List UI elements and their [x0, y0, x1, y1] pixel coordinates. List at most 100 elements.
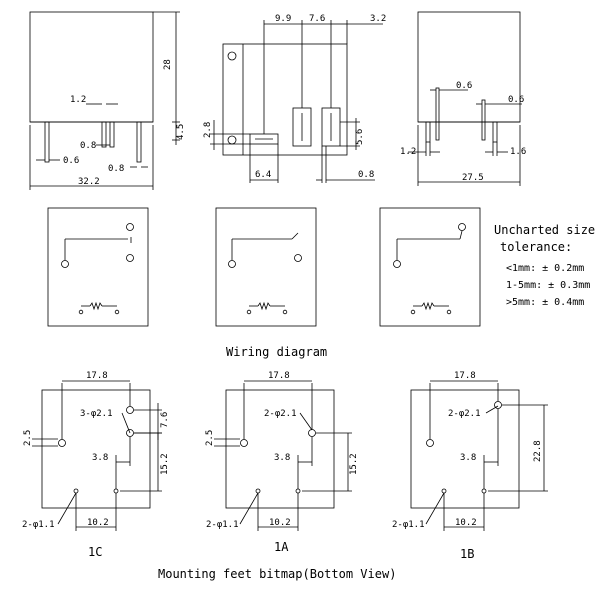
wiring-diagram-1a — [215, 207, 317, 327]
wiring-1b-coil-left — [410, 309, 416, 315]
dim-1c-15-2: 15.2 — [160, 453, 170, 475]
label-1b-small-hole: 2-φ1.1 — [392, 520, 425, 530]
wiring-1c-contact-top — [126, 223, 134, 231]
wiring-diagram-1c — [47, 207, 149, 327]
wiring-1b-contact-left — [393, 260, 401, 268]
pin-end-3 — [481, 99, 486, 141]
dim-27-5: 27.5 — [462, 173, 484, 183]
wiring-1a-coil-left — [246, 309, 252, 315]
dim-1c-10-2: 10.2 — [87, 518, 109, 528]
dim-0-6: 0.6 — [63, 156, 79, 166]
dim-4-5: 4.5 — [176, 124, 186, 140]
dim-3-2: 3.2 — [370, 14, 386, 24]
label-1b: 1B — [460, 547, 474, 561]
wiring-1a-coil-right — [282, 309, 288, 315]
relay-body-side — [222, 43, 348, 156]
dim-32-2: 32.2 — [78, 177, 100, 187]
label-1a-small-hole: 2-φ1.1 — [206, 520, 239, 530]
dim-5-6: 5.6 — [355, 129, 365, 145]
label-1c-small-hole: 2-φ1.1 — [22, 520, 55, 530]
dim-9-9: 9.9 — [275, 14, 291, 24]
dim-1a-10-2: 10.2 — [269, 518, 291, 528]
dim-6-4: 6.4 — [255, 170, 271, 180]
side-view: 9.9 7.6 3.2 2.8 5.6 6.4 0.8 — [203, 14, 386, 183]
dim-28: 28 — [163, 59, 173, 70]
dim-1a-2-5: 2.5 — [205, 430, 215, 446]
small-hole-1b-left — [441, 488, 447, 494]
dim-1c-3-8: 3.8 — [92, 453, 108, 463]
mounting-1c: 17.8 2.5 3-φ2.1 7.6 3.8 15.2 10.2 2-φ1.1… — [22, 371, 170, 559]
dim-0-8-a: 0.8 — [80, 141, 96, 151]
end-view: 0.6 0.6 1.2 1.6 27.5 — [400, 11, 526, 186]
relay-body-end — [417, 11, 521, 123]
hole-1a-left — [240, 439, 248, 447]
dim-1a-3-8: 3.8 — [274, 453, 290, 463]
tolerance-title-1: Uncharted size — [494, 223, 595, 237]
wiring-box-1c — [47, 207, 149, 327]
mounting-1a: 17.8 2.5 2-φ2.1 3.8 15.2 10.2 2-φ1.1 1A — [205, 371, 359, 554]
wiring-1c-coil-right — [114, 309, 120, 315]
tolerance-line-1: <1mm: ± 0.2mm — [506, 263, 584, 274]
label-1c: 1C — [88, 545, 102, 559]
wiring-caption: Wiring diagram — [226, 345, 327, 359]
mounting-box-1c — [41, 389, 151, 509]
hole-1b-top — [494, 401, 502, 409]
dim-1a-17-8: 17.8 — [268, 371, 290, 381]
hole-1c-top — [126, 406, 134, 414]
label-1b-hole: 2-φ2.1 — [448, 409, 481, 419]
dim-0-6-end-b: 0.6 — [508, 95, 524, 105]
dim-7-6: 7.6 — [309, 14, 325, 24]
dim-2-8: 2.8 — [203, 122, 213, 138]
dim-1a-15-2: 15.2 — [349, 453, 359, 475]
wiring-1b-coil-right — [446, 309, 452, 315]
tolerance-line-3: >5mm: ± 0.4mm — [506, 297, 584, 308]
front-view: 28 4.5 1.2 0.8 0.6 0.8 32.2 — [29, 11, 186, 190]
dim-1c-17-8: 17.8 — [86, 371, 108, 381]
pin-end-1 — [425, 121, 431, 143]
mounting-1b: 17.8 2-φ2.1 3.8 22.8 10.2 2-φ1.1 1B — [392, 371, 548, 561]
wiring-1c-coil-left — [78, 309, 84, 315]
hole-1c-center — [126, 429, 134, 437]
dim-0-6-end-a: 0.6 — [456, 81, 472, 91]
wiring-1a-contact-right — [294, 254, 302, 262]
dim-1b-10-2: 10.2 — [455, 518, 477, 528]
dim-1c-7-6: 7.6 — [160, 412, 170, 428]
hole-1b-left — [426, 439, 434, 447]
small-hole-1c-left — [73, 488, 79, 494]
dim-1b-3-8: 3.8 — [460, 453, 476, 463]
dim-0-8-b: 0.8 — [108, 164, 124, 174]
small-hole-1c-right — [113, 488, 119, 494]
dim-1-6-end: 1.6 — [510, 147, 526, 157]
pin-end-2 — [435, 87, 440, 141]
mounting-box-1a — [225, 389, 335, 509]
tolerance-line-2: 1-5mm: ± 0.3mm — [506, 280, 590, 291]
hole-1c-left — [58, 439, 66, 447]
pin-front-1 — [44, 121, 50, 163]
mounting-box-1b — [410, 389, 520, 509]
mount-hole-top — [227, 51, 237, 61]
hole-1a-center — [308, 429, 316, 437]
pin-front-4 — [136, 121, 142, 163]
small-hole-1b-right — [481, 488, 487, 494]
dim-1c-2-5: 2.5 — [23, 430, 33, 446]
dim-1-2-end: 1.2 — [400, 147, 416, 157]
wiring-box-1a — [215, 207, 317, 327]
pin-front-2 — [101, 121, 107, 148]
tolerance-note: Uncharted size tolerance: <1mm: ± 0.2mm … — [494, 223, 595, 308]
relay-body-front — [29, 11, 154, 123]
wiring-1c-contact-right — [126, 254, 134, 262]
wiring-1b-contact-top — [458, 223, 466, 231]
mounting-caption: Mounting feet bitmap(Bottom View) — [158, 567, 396, 581]
small-hole-1a-left — [255, 488, 261, 494]
dim-1-2: 1.2 — [70, 95, 86, 105]
pin-end-4 — [492, 121, 498, 143]
mount-hole-bottom — [227, 135, 237, 145]
dim-0-8-side: 0.8 — [358, 170, 374, 180]
small-hole-1a-right — [295, 488, 301, 494]
label-1a-hole: 2-φ2.1 — [264, 409, 297, 419]
label-1a: 1A — [274, 540, 289, 554]
dim-1b-22-8: 22.8 — [533, 440, 543, 462]
dim-1b-17-8: 17.8 — [454, 371, 476, 381]
wiring-1a-contact-left — [228, 260, 236, 268]
